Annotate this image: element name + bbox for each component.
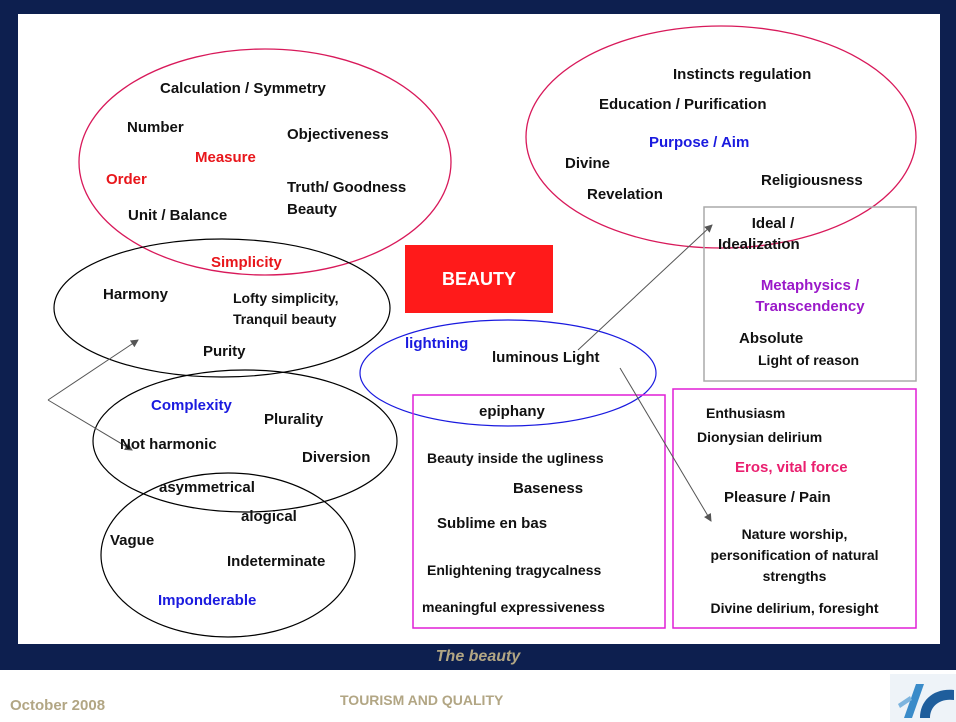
lightning-label: lightning (405, 335, 469, 352)
imponderable-label: Imponderable (158, 592, 257, 609)
instincts-regulation-label: Instincts regulation (673, 66, 812, 83)
objectiveness-label: Objectiveness (287, 126, 389, 143)
simplicity-label: Simplicity (211, 254, 282, 271)
simplicity-ellipse (53, 238, 391, 378)
pleasure-pain-label: Pleasure / Pain (724, 489, 831, 506)
light-ellipse (359, 319, 657, 427)
complexity-label: Complexity (151, 397, 232, 414)
vague-label: Vague (110, 532, 155, 549)
luminous-light-label: luminous Light (492, 349, 600, 366)
footer-title: TOURISM AND QUALITY (340, 692, 504, 708)
baseness-label: Baseness (513, 480, 584, 497)
ideal-label: Ideal / (751, 215, 795, 232)
calculation-symmetry-label: Calculation / Symmetry (160, 80, 326, 97)
tranquil-beauty-label: Tranquil beauty (233, 311, 337, 327)
lofty-simplicity-label: Lofty simplicity, (233, 290, 339, 306)
transcendency-label: Transcendency (755, 298, 865, 315)
meaningful-expressiveness-label: meaningful expressiveness (422, 599, 605, 615)
arrow-to-harmony (47, 339, 139, 401)
beauty-title: BEAUTY (405, 245, 553, 313)
arrow-to-complexity (47, 399, 133, 451)
revelation-label: Revelation (587, 186, 663, 203)
enthusiasm-label: Enthusiasm (706, 405, 786, 421)
measure-label: Measure (195, 149, 256, 166)
purpose-aim-label: Purpose / Aim (649, 134, 750, 151)
strengths-label: strengths (762, 568, 827, 584)
asymmetrical-label: asymmetrical (159, 479, 255, 496)
purity-label: Purity (203, 343, 246, 360)
diversion-label: Diversion (302, 449, 371, 466)
ideal-box-frame (703, 206, 917, 382)
dionysian-delirium-label: Dionysian delirium (697, 429, 823, 445)
personification-label: personification of natural (710, 547, 879, 563)
religiousness-label: Religiousness (761, 172, 863, 189)
divine-label: Divine (565, 155, 611, 172)
diagram-shapes (47, 25, 917, 638)
indeterminate-label: Indeterminate (227, 553, 326, 570)
order-ellipse (78, 48, 452, 276)
alogical-label: alogical (241, 508, 297, 525)
organization-logo-icon (890, 674, 956, 722)
complexity-ellipse (92, 369, 398, 513)
metaphysics-label: Metaphysics / (760, 277, 860, 294)
epiphany-box-frame (412, 394, 666, 629)
sublime-en-bas-label: Sublime en bas (437, 515, 548, 532)
arrow-to-ideal (577, 224, 713, 351)
eros-vital-force-label: Eros, vital force (735, 459, 848, 476)
idealization-label: Idealization (718, 236, 800, 253)
divine-delirium-label: Divine delirium, foresight (710, 600, 879, 616)
plurality-label: Plurality (264, 411, 324, 428)
light-of-reason-label: Light of reason (758, 352, 860, 368)
footer-date: October 2008 (10, 697, 106, 714)
number-label: Number (127, 119, 184, 136)
nature-worship-label: Nature worship, (741, 526, 848, 542)
order-label: Order (106, 171, 147, 188)
absolute-label: Absolute (739, 330, 804, 347)
slide-caption: The beauty (435, 648, 521, 665)
imponderable-ellipse (100, 472, 356, 638)
truth-goodness-label: Truth/ Goodness (287, 179, 407, 196)
beauty-small-label: Beauty (287, 201, 338, 218)
beauty-ugliness-label: Beauty inside the ugliness (427, 450, 604, 466)
enlightening-label: Enlightening tragycalness (427, 562, 602, 578)
arrow-to-nature (619, 367, 712, 522)
not-harmonic-label: Not harmonic (120, 436, 217, 453)
dionysian-box-frame (672, 388, 917, 629)
purpose-ellipse (525, 25, 917, 249)
education-purification-label: Education / Purification (599, 96, 767, 113)
slide-canvas (18, 14, 940, 644)
epiphany-label: epiphany (479, 403, 545, 420)
harmony-label: Harmony (103, 286, 169, 303)
unit-balance-label: Unit / Balance (128, 207, 228, 224)
